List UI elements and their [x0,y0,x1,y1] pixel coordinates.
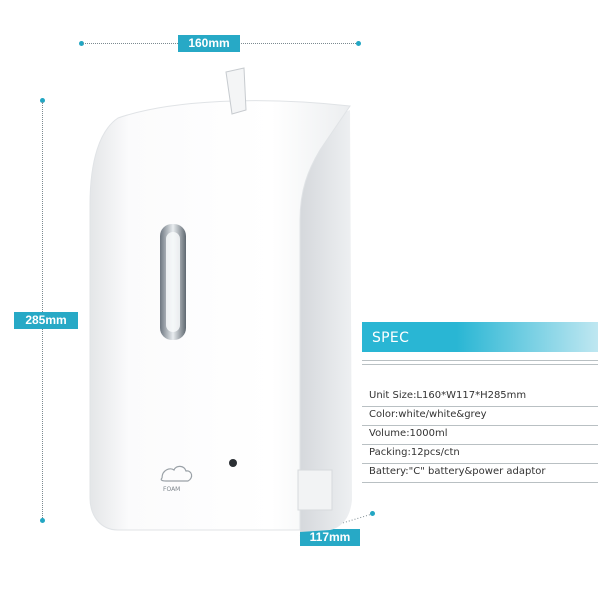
spec-row: Battery:"C" battery&power adaptor [362,464,598,483]
spec-row: Unit Size:L160*W117*H285mm [362,388,598,407]
nozzle [297,469,333,511]
spec-top-rule-2 [362,364,598,365]
key-tab [225,67,247,115]
spec-title: SPEC [372,330,410,346]
height-end-dot [40,518,45,523]
height-label: 285mm [14,312,78,329]
depth-end-dot [370,511,375,516]
spec-row: Packing:12pcs/ctn [362,445,598,464]
sensor-icon [229,459,237,467]
height-start-dot [40,98,45,103]
spec-top-rule [362,360,598,361]
width-label: 160mm [178,35,240,52]
spec-row: Color:white/white&grey [362,407,598,426]
height-line [42,102,43,520]
width-start-dot [79,41,84,46]
dispenser-front [89,100,351,531]
foam-cloud-icon [160,465,193,482]
width-end-dot [356,41,361,46]
spec-header-bar [362,322,598,352]
spec-row: Volume:1000ml [362,426,598,445]
depth-label: 117mm [300,529,360,546]
dispenser-side [300,110,352,532]
foam-logo-text: FOAM [163,486,181,493]
